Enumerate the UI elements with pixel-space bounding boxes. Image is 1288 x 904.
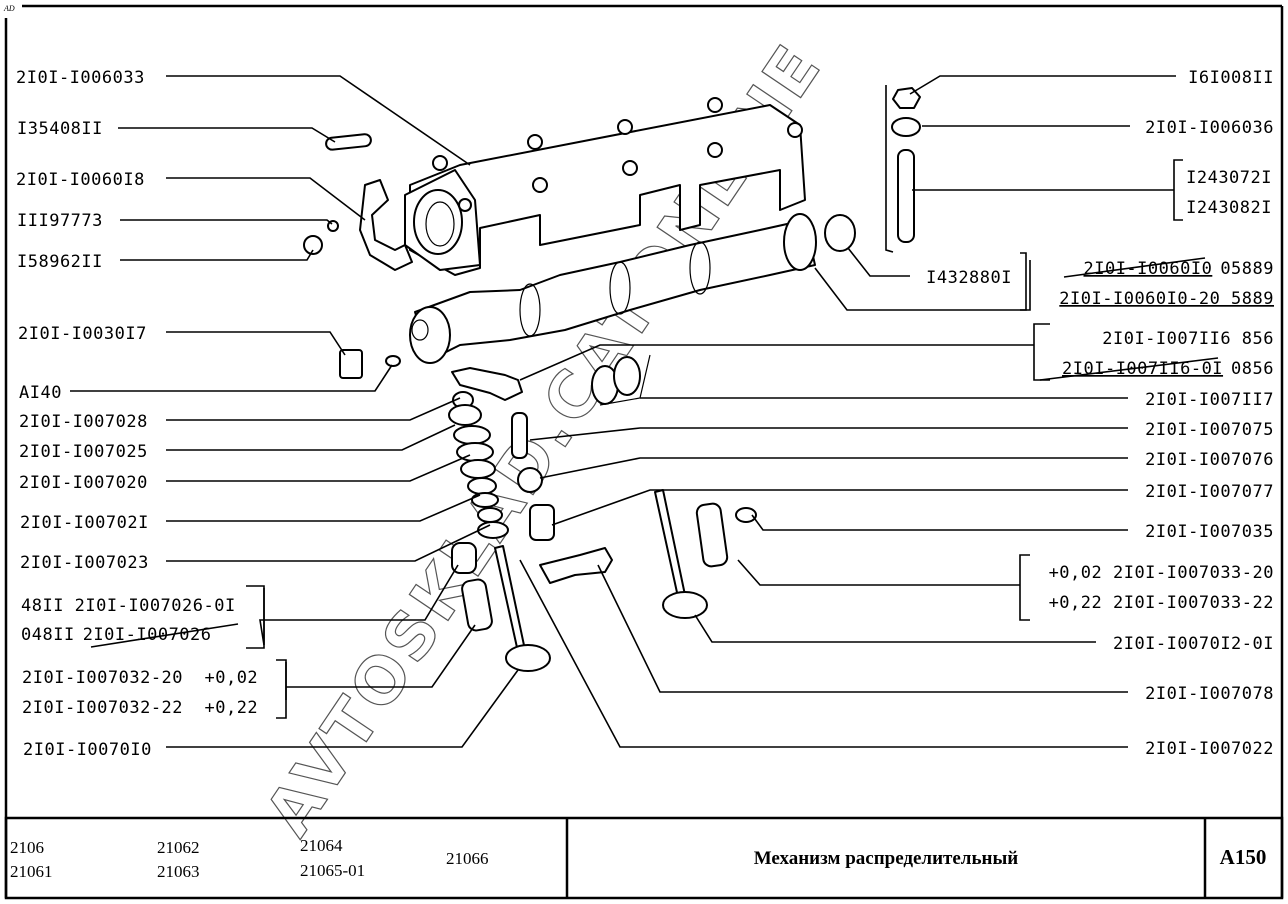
pin <box>385 355 401 367</box>
part-label-strike: 2I0I-I007II6-0I <box>1062 359 1223 379</box>
model-number: 21062 <box>157 838 200 857</box>
valve-guide-left <box>461 578 493 632</box>
part-label: 2I0I-I007II7 <box>1145 390 1274 410</box>
part-label: 2I0I-I007032-20 +0,02 <box>22 668 258 688</box>
rocker-spring <box>591 354 651 406</box>
part-label-strike: 2I0I-I0060I0 <box>1083 259 1212 279</box>
part-label: I58962II <box>17 252 103 272</box>
rocker-arm <box>451 367 523 401</box>
part-label: 48II 2I0I-I007026-0I <box>21 596 236 616</box>
bushing <box>339 349 363 379</box>
model-number: 2106 <box>10 838 44 857</box>
labels-left: 2I0I-I006033 I35408II 2I0I-I0060I8 III97… <box>16 68 258 760</box>
washer-right <box>891 117 921 137</box>
strike-line <box>1063 257 1206 278</box>
diagram-title: Механизм распределительный <box>754 848 1019 869</box>
corner-mark: AD <box>3 4 15 13</box>
part-label: 2I0I-I0060I0-20 5889 <box>1059 289 1274 309</box>
part-label: 2I0I-I007077 <box>1145 482 1274 502</box>
leader-lines <box>70 75 1183 748</box>
nut-right <box>892 87 921 109</box>
part-label: 2I0I-I006033 <box>16 68 145 88</box>
camshaft <box>409 213 817 364</box>
part-label-struck: 048II 2I0I-I007026 <box>21 625 212 645</box>
part-label: 2I0I-I007032-22 +0,22 <box>22 698 258 718</box>
part-label: 2I0I-I0070I0 <box>23 740 152 760</box>
part-label: +0,02 2I0I-I007033-20 <box>1049 563 1274 583</box>
part-label: 2I0I-I006036 <box>1145 118 1274 138</box>
part-label: +0,22 2I0I-I007033-22 <box>1049 593 1274 613</box>
part-label: 2I0I-I0070I2-0I <box>1113 634 1274 654</box>
model-number: 21064 <box>300 836 343 855</box>
part-label: I243082I <box>1186 198 1272 218</box>
spring-plate <box>539 547 613 584</box>
part-label: III97773 <box>17 211 103 231</box>
labels-right: I6I008II 2I0I-I006036 I243072I I243082I … <box>926 68 1274 759</box>
valve-intake <box>494 545 551 672</box>
thrust-plate <box>359 179 413 271</box>
part-label: 2I0I-I007035 <box>1145 522 1274 542</box>
part-label: 2I0I-I007022 <box>1145 739 1274 759</box>
model-number: 21061 <box>10 862 53 881</box>
key <box>325 133 372 151</box>
part-label: I243072I <box>1186 168 1272 188</box>
part-label: 2I0I-I007076 <box>1145 450 1274 470</box>
oil-seal-ring <box>735 507 757 523</box>
part-label: 2I0I-I007078 <box>1145 684 1274 704</box>
part-label: AI40 <box>19 383 62 403</box>
title-block: 2106 21061 21062 21063 21064 21065-01 21… <box>4 816 1284 900</box>
valve-guide-right <box>695 502 729 568</box>
adjust-bolt <box>511 412 528 459</box>
part-label: 2I0I-I0030I7 <box>18 324 147 344</box>
model-number: 21063 <box>157 862 200 881</box>
adjust-bushing <box>529 504 555 541</box>
part-label-struck: 2I0I-I007II6-0I 0856 <box>1062 359 1274 379</box>
part-label: 2I0I-I007028 <box>19 412 148 432</box>
model-number: 21066 <box>446 849 489 868</box>
part-label: 2I0I-I007025 <box>19 442 148 462</box>
part-label: 2I0I-I007020 <box>19 473 148 493</box>
stud <box>897 149 915 243</box>
part-label: I6I008II <box>1188 68 1274 88</box>
title-block-border <box>4 816 1284 900</box>
plug <box>824 214 856 252</box>
lock-nut <box>517 467 543 493</box>
part-label: I432880I <box>926 268 1012 288</box>
part-label-struck: 2I0I-I0060I0 05889 <box>1083 259 1274 279</box>
part-label-prefix: 048II <box>21 625 75 645</box>
model-number: 21065-01 <box>300 861 365 880</box>
parts-illustration <box>303 87 921 672</box>
diagram-code: A150 <box>1220 845 1267 869</box>
part-label-suffix: 05889 <box>1220 259 1274 279</box>
part-label: 2I0I-I00702I <box>20 513 149 533</box>
part-label: I35408II <box>17 119 103 139</box>
part-label: 2I0I-I0060I8 <box>16 170 145 190</box>
part-label-strike: 2I0I-I007026 <box>83 625 212 645</box>
strike-line <box>90 623 239 648</box>
part-label-suffix: 0856 <box>1231 359 1274 379</box>
part-label: 2I0I-I007075 <box>1145 420 1274 440</box>
part-label: 2I0I-I007II6 856 <box>1102 329 1274 349</box>
part-label: 2I0I-I007023 <box>20 553 149 573</box>
strike-line <box>1039 357 1219 381</box>
nut-left <box>303 235 323 255</box>
